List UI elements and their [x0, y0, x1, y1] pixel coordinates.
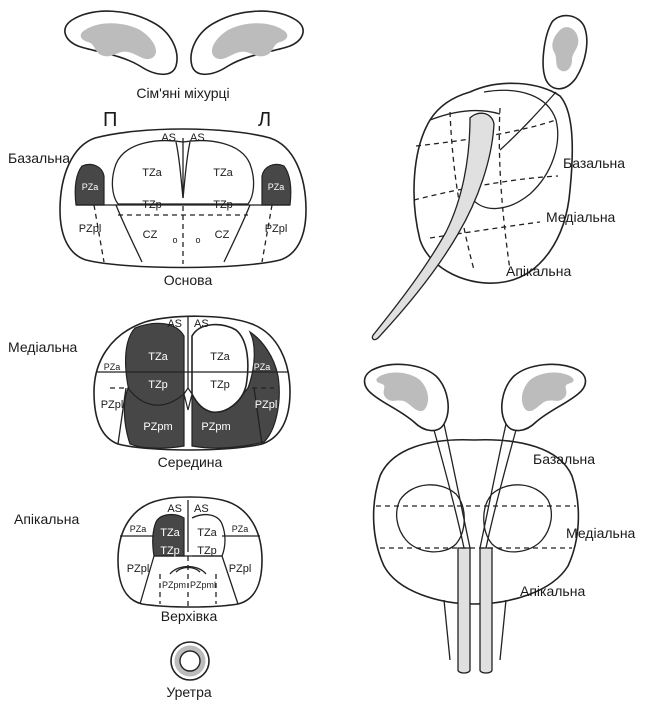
zone-pza-left-base: PZa [268, 182, 285, 192]
urethra-caption: Уретра [166, 684, 212, 700]
zone-tza-right-mid: TZa [148, 351, 168, 363]
zone-as-right-apex: AS [167, 503, 182, 515]
mid-level-label: Медіальна [8, 339, 78, 355]
zone-as-left-apex: AS [194, 503, 209, 515]
zone-pzpl-left-apex: PZpl [229, 563, 252, 575]
zone-tza-left-apex: TZa [197, 527, 217, 539]
ejaculatory-duct-right: o [172, 235, 177, 245]
zone-tza-right-base: TZa [142, 167, 162, 179]
mid-caption: Середина [158, 454, 223, 470]
zone-pza-right-mid: PZa [104, 362, 121, 372]
sagittal-basal-label: Базальна [563, 155, 625, 171]
coronal-apical-label: Апікальна [520, 583, 585, 599]
zone-tza-left-base: TZa [213, 167, 233, 179]
zone-pza-left-mid: PZa [254, 362, 271, 372]
zone-pzpl-left-base: PZpl [265, 223, 288, 235]
zone-as-right-base: AS [161, 132, 176, 144]
zone-pzpm-right-mid: PZpm [143, 421, 172, 433]
apex-section [118, 497, 262, 607]
zone-as-left-mid: AS [194, 318, 209, 330]
zone-tzp-left-apex: TZp [197, 545, 217, 557]
right-side-marker: П [103, 109, 117, 131]
zone-pzpl-left-mid: PZpl [255, 399, 278, 411]
zone-tzp-left-base: TZp [213, 199, 233, 211]
zone-tzp-right-base: TZp [142, 199, 162, 211]
base-level-label: Базальна [8, 150, 70, 166]
zone-tzp-left-mid: TZp [210, 379, 230, 391]
base-caption: Основа [164, 272, 213, 288]
zone-pzpl-right-base: PZpl [79, 223, 102, 235]
zone-as-right-mid: AS [167, 318, 182, 330]
zone-as-left-base: AS [190, 132, 205, 144]
zone-pzpm-right-apex: PZpm [162, 580, 186, 590]
left-side-marker: Л [258, 109, 271, 131]
zone-cz-right-base: CZ [143, 229, 158, 241]
base-section [60, 129, 306, 268]
zone-tza-left-mid: TZa [210, 351, 230, 363]
zone-tzp-right-apex: TZp [160, 545, 180, 557]
zone-tza-right-apex: TZa [160, 527, 180, 539]
zone-pzpl-right-mid: PZpl [101, 399, 124, 411]
mid-section [94, 316, 290, 450]
sagittal-view [372, 16, 586, 340]
zone-pzpml-left-apex: PZpml [190, 580, 216, 590]
seminal-vesicles-top [65, 11, 303, 74]
zone-tzp-right-mid: TZp [148, 379, 168, 391]
apex-caption: Верхівка [161, 608, 218, 624]
zone-pza-right-apex: PZa [130, 524, 147, 534]
coronal-medial-label: Медіальна [566, 525, 636, 541]
zone-pza-right-base: PZa [82, 182, 99, 192]
coronal-view [365, 364, 586, 673]
sagittal-apical-label: Апікальна [506, 263, 571, 279]
seminal-vesicles-label: Сім'яні міхурці [136, 85, 229, 101]
zone-pzpl-right-apex: PZpl [127, 563, 150, 575]
zone-cz-left-base: CZ [215, 229, 230, 241]
urethra-ring [171, 642, 209, 680]
coronal-basal-label: Базальна [533, 451, 595, 467]
zone-pzpm-left-mid: PZpm [201, 421, 230, 433]
ejaculatory-duct-left: o [195, 235, 200, 245]
sagittal-medial-label: Медіальна [546, 209, 616, 225]
apex-level-label: Апікальна [14, 511, 79, 527]
zone-pza-left-apex: PZa [232, 524, 249, 534]
